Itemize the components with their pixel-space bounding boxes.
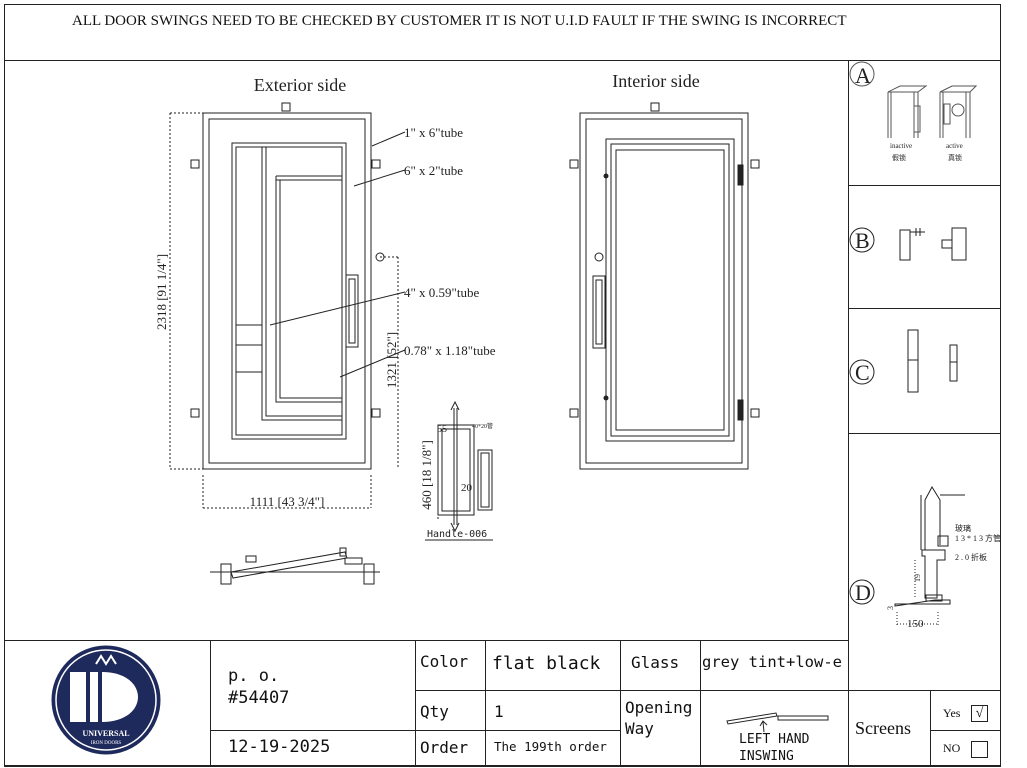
opening-value-line2: INSWING [739,749,794,764]
po-label: p. o. [228,666,280,686]
height-dimension: 2318 [91 1/4"] [154,254,169,330]
qty-value: 1 [485,690,621,731]
tube-label-3: 4" x 0.59"tube [404,285,479,300]
handle-length-dimension: 460 [18 1/8"] [419,440,434,510]
detail-a-active: active [946,142,963,150]
order-label: Order [415,730,486,767]
detail-a-inactive-cn: 假锁 [892,153,906,162]
tube-label-1: 1" x 6"tube [404,125,463,140]
exterior-door [169,102,406,509]
detail-d-dim-3: 3 [886,606,895,610]
date-cell: 12-19-2025 [210,730,416,767]
detail-d-tube: 1 3 * 1 3 方管 [955,533,1001,543]
no-label: NO [943,741,961,755]
detail-b-drawing [849,227,967,261]
handle-name: Handle-006 [427,529,487,540]
yes-label: Yes [943,706,961,720]
yes-checkbox[interactable]: √ [971,705,988,722]
no-checkbox[interactable] [971,741,988,758]
opening-way-label: Opening Way [620,690,701,767]
tube-label-4: 0.78" x 1.18"tube [404,343,496,358]
detail-divider [848,433,1001,434]
company-logo: UNIVERSAL IRON DOORS [51,645,161,755]
screens-no-cell: NO [930,730,1001,767]
swing-diagram [726,712,829,733]
detail-d-dim-150: 150 [907,618,924,630]
opening-way-cell: LEFT HAND INSWING [700,690,849,767]
opening-value-line1: LEFT HAND [739,732,810,747]
detail-d-plate: 2 . 0 折板 [955,552,987,562]
plan-view [210,547,380,585]
detail-a-inactive: inactive [890,142,912,150]
handle-tube-label: 40*20管 [472,422,493,430]
detail-divider [848,308,1001,309]
detail-column-border [848,60,849,690]
po-cell: p. o. #54407 [210,640,416,731]
detail-d-drawing [849,485,965,626]
detail-d-letter: D [855,580,871,605]
handle-dim-20: 20 [461,482,473,494]
width-dimension: 1111 [43 3/4"] [250,494,325,509]
glass-value: grey tint+low-e [700,640,849,691]
logo-subtext: IRON DOORS [91,741,122,746]
detail-d-dim-h: 19 [913,574,922,582]
color-value: flat black [485,640,621,691]
detail-divider [848,185,1001,186]
handle-height-dimension: 1321 [52"] [384,332,399,388]
detail-c-drawing [849,329,958,393]
handle-detail [425,400,493,541]
exterior-title: Exterior side [254,75,346,95]
tube-label-2: 6" x 2"tube [404,163,463,178]
screens-yes-cell: Yes √ [930,690,1001,731]
screens-label: Screens [848,690,931,767]
sheet-border [4,4,1001,766]
handle-dim-55: 55 [437,424,447,435]
qty-label: Qty [415,690,486,731]
po-number: #54407 [228,688,290,708]
header-warning: ALL DOOR SWINGS NEED TO BE CHECKED BY CU… [72,13,847,29]
order-value: The 199th order [485,730,621,767]
detail-a-letter: A [855,63,871,88]
detail-c-letter: C [855,360,870,385]
header-divider [4,60,1001,61]
logo-text: UNIVERSAL [82,729,129,738]
interior-door [569,102,760,470]
check-icon: √ [975,706,984,721]
interior-title: Interior side [612,71,699,91]
detail-b-letter: B [855,228,870,253]
detail-a-active-cn: 真锁 [948,153,962,162]
glass-label: Glass [620,640,701,691]
logo-cell [4,640,211,767]
detail-a-drawing [849,61,978,138]
detail-d-glass: 玻璃 [955,523,971,533]
color-label: Color [415,640,486,691]
